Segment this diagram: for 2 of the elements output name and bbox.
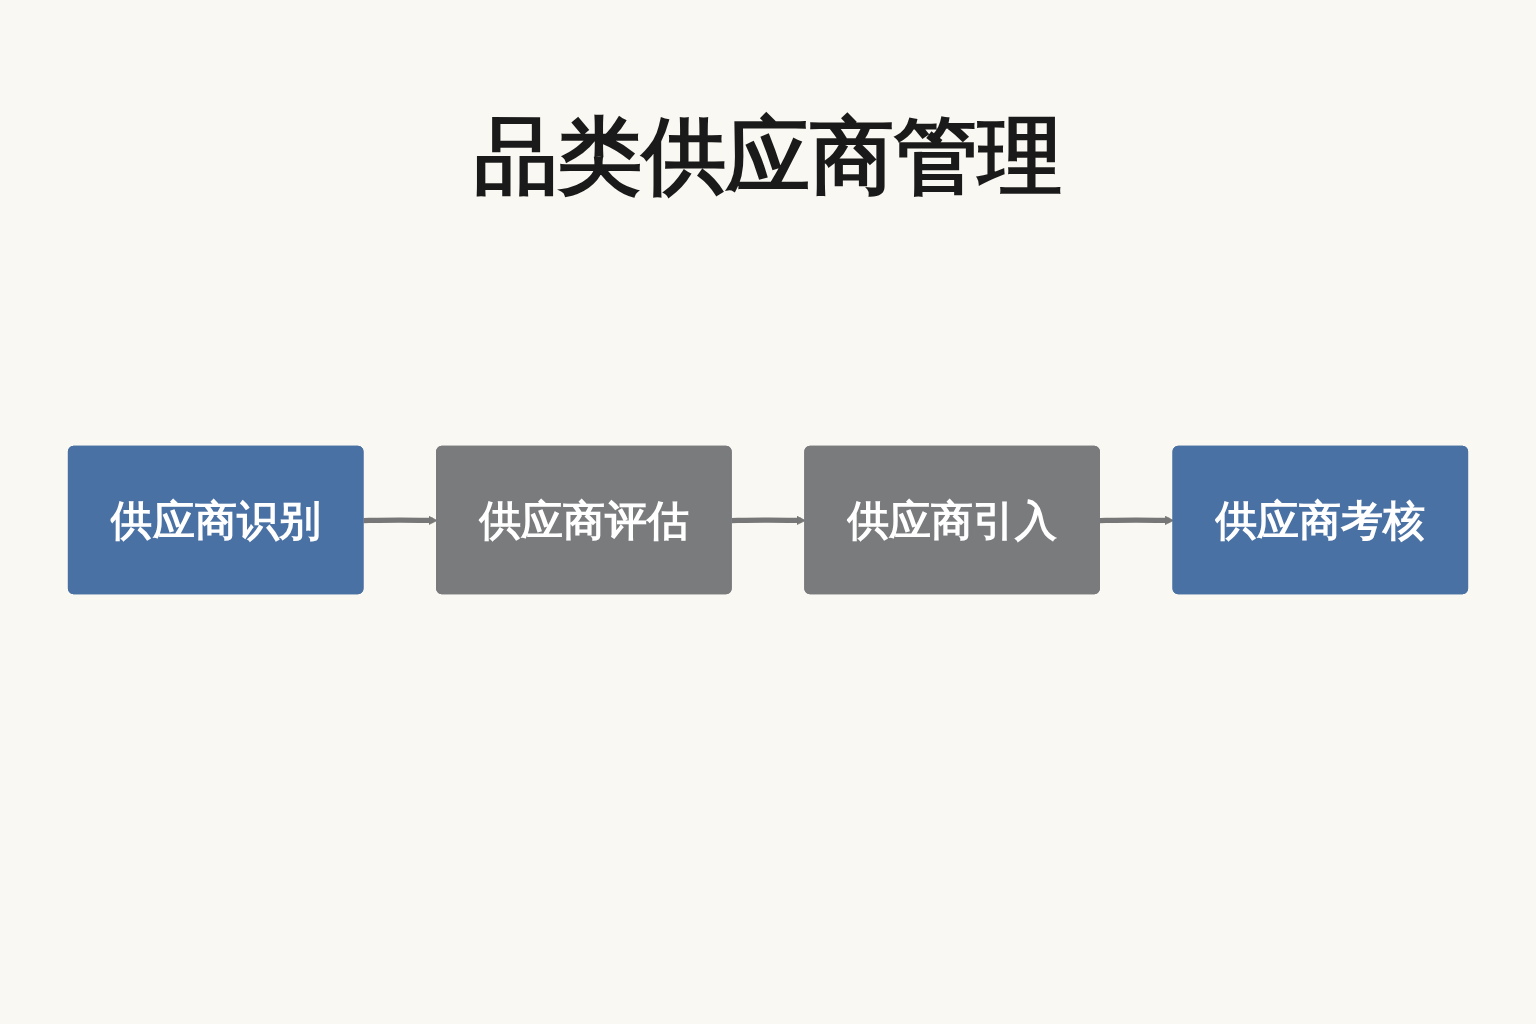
arrow [1099, 515, 1174, 526]
diagram-title: 品类供应商管理 [473, 106, 1063, 207]
